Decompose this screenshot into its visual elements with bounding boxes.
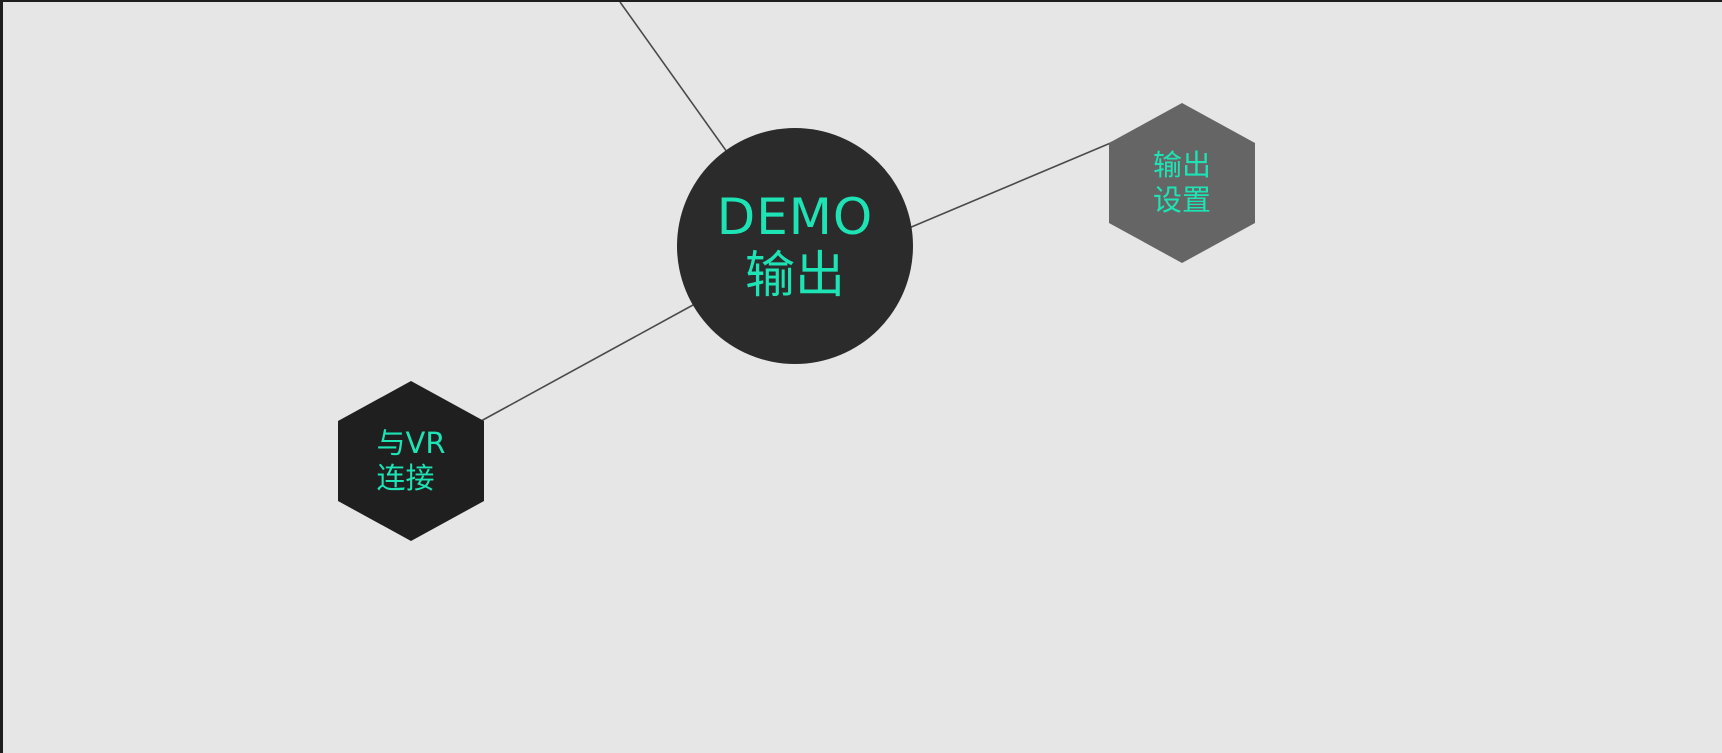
demo-output-label-line1: DEMO <box>716 188 874 246</box>
demo-output-node[interactable]: DEMO 输出 <box>677 128 913 364</box>
output-settings-label-line1: 输出 <box>1152 148 1211 182</box>
output-settings-label-line2: 设置 <box>1152 183 1211 217</box>
vr-connect-label-line2: 连接 <box>376 461 435 495</box>
node-canvas[interactable]: DEMO 输出 输出 设置 与VR 连接 <box>3 2 1722 753</box>
link-center-to-top <box>619 2 728 153</box>
vr-connect-label-line1: 与VR <box>376 426 446 460</box>
output-settings-node[interactable]: 输出 设置 <box>1109 103 1255 263</box>
connection-lines <box>480 2 1114 422</box>
demo-output-label-line2: 输出 <box>745 246 845 304</box>
link-center-to-vr-connect <box>480 304 694 422</box>
link-center-to-output-settings <box>908 141 1114 229</box>
